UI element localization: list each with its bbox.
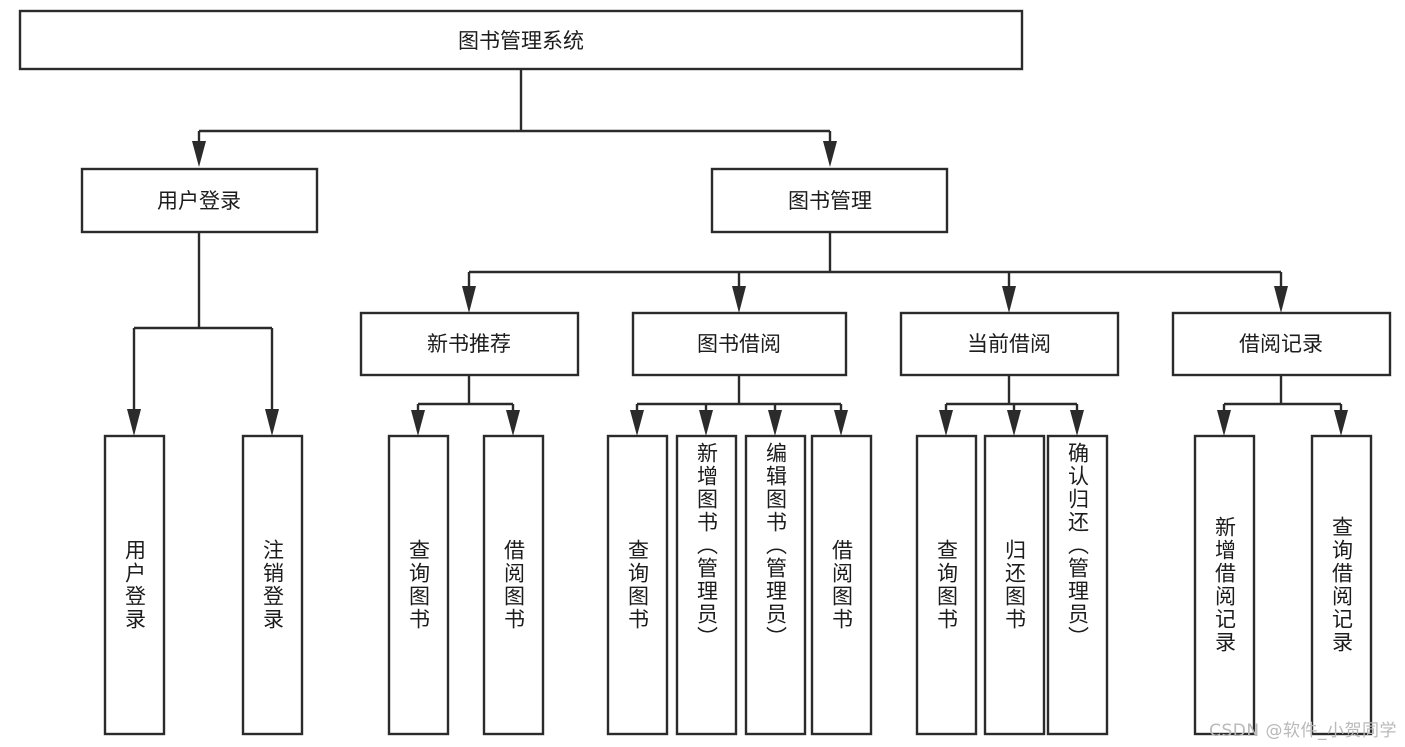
arrow-head-icon [1002,286,1016,313]
leaf-box-logout[interactable] [241,434,304,736]
arrow-head-icon [768,410,782,436]
arrow-head-icon [192,141,206,167]
node-root-box[interactable] [18,9,1024,71]
node-book-borrow[interactable]: 图书借阅 [631,311,848,377]
connector-root-to-level2 [192,69,837,167]
leaf-box-query-book-borrow[interactable] [606,434,669,736]
arrow-head-icon [1217,410,1231,436]
node-borrow-record[interactable]: 借阅记录 [1171,311,1392,377]
leaf-box-confirm-return-admin[interactable] [1046,434,1109,736]
node-new-book-recommend-label: 新书推荐 [427,332,511,356]
leaf-box-add-borrow-record[interactable] [1193,434,1256,736]
leaf-box-user-login[interactable] [103,434,166,736]
arrow-head-icon [1007,410,1021,436]
leaf-box-borrow-book-rec[interactable] [482,434,545,736]
node-new-book-recommend-box[interactable] [359,311,580,377]
arrow-head-icon [1274,286,1288,313]
arrow-head-icon [265,409,279,436]
arrow-head-icon [411,410,425,436]
node-book-management-label: 图书管理 [788,189,872,213]
leaf-box-edit-book-admin[interactable] [744,434,807,736]
node-user-login-label: 用户登录 [157,189,241,213]
leaf-box-borrow-book[interactable] [810,434,873,736]
leaf-box-query-book-rec[interactable] [387,434,450,736]
node-user-login[interactable]: 用户登录 [80,167,319,234]
node-book-management[interactable]: 图书管理 [710,167,949,234]
connector-user-login-to-leaves [127,232,279,436]
node-book-borrow-label: 图书借阅 [697,332,781,356]
arrow-head-icon [127,409,141,436]
arrow-head-icon [462,286,476,313]
node-current-borrow-box[interactable] [899,311,1120,377]
watermark: CSDN @软件_小贺同学 [1209,721,1397,741]
arrow-head-icon [1334,410,1348,436]
leaf-box-query-book-current[interactable] [915,434,978,736]
node-new-book-recommend[interactable]: 新书推荐 [359,311,580,377]
arrow-head-icon [939,410,953,436]
connector-new-book-recommend-to-leaves [411,375,520,436]
arrow-head-icon [834,410,848,436]
arrow-head-icon [506,410,520,436]
node-user-login-box[interactable] [80,167,319,234]
connector-book-borrow-to-leaves [630,375,848,436]
arrow-head-icon [823,141,837,167]
arrow-head-icon [732,286,746,313]
connector-borrow-record-to-leaves [1217,375,1348,436]
arrow-head-icon [630,410,644,436]
connector-current-borrow-to-leaves [939,375,1084,436]
leaf-box-query-borrow-record[interactable] [1310,434,1373,736]
node-current-borrow-label: 当前借阅 [967,332,1051,356]
node-current-borrow[interactable]: 当前借阅 [899,311,1120,377]
node-root-label: 图书管理系统 [458,29,584,53]
arrow-head-icon [699,410,713,436]
leaf-box-add-book-admin[interactable] [675,434,738,736]
node-borrow-record-label: 借阅记录 [1239,332,1323,356]
leaf-box-return-book[interactable] [983,434,1046,736]
connector-book-management-to-level3 [462,232,1288,313]
node-root[interactable]: 图书管理系统 [18,9,1024,71]
arrow-head-icon [1070,410,1084,436]
